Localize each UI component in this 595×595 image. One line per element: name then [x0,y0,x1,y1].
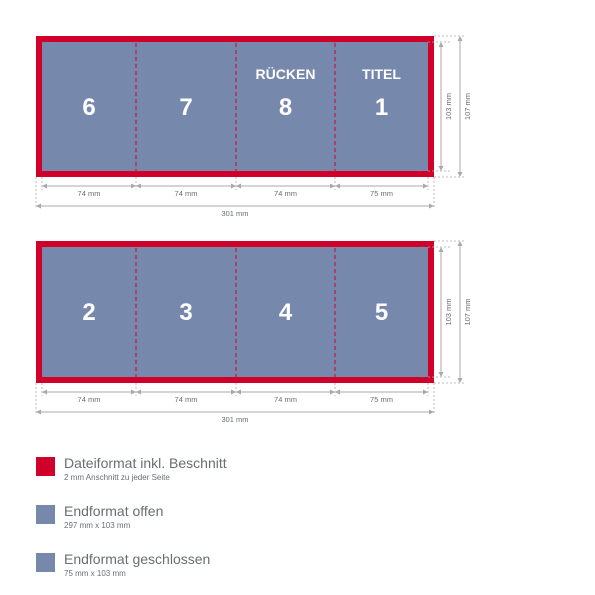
total-width-label: 301 mm [221,415,248,424]
legend-swatch [36,553,55,572]
panel-width-label: 75 mm [370,395,393,404]
arrow-head [438,42,444,47]
legend-subtitle: 297 mm x 103 mm [64,521,131,530]
arrow-head [429,409,434,415]
arrow-head [330,183,335,189]
panel-label: RÜCKEN [256,66,316,82]
panel-width-label: 74 mm [274,189,297,198]
arrow-head [231,183,236,189]
arrow-head [335,389,340,395]
arrow-head [330,389,335,395]
arrow-head [457,378,463,383]
arrow-head [36,409,41,415]
panel-width-label: 75 mm [370,189,393,198]
panel-number: 3 [179,299,192,326]
arrow-head [236,183,241,189]
inner-height-label: 103 mm [444,298,453,325]
legend-title: Endformat geschlossen [64,551,211,567]
arrow-head [131,389,136,395]
legend-subtitle: 75 mm x 103 mm [64,569,126,578]
legend-swatch [36,505,55,524]
panel-area [42,42,428,171]
total-width-label: 301 mm [221,209,248,218]
arrow-head [429,203,434,209]
sheet-outside: 6 7 8 RÜCKEN 1 TITEL 74 mm 74 mm 74 mm 75 mm 301 m… [35,35,472,218]
outer-height-label: 107 mm [463,93,472,120]
arrow-head [131,183,136,189]
arrow-head [423,183,428,189]
panel-number: 7 [179,94,192,121]
arrow-head [438,166,444,171]
arrow-head [136,183,141,189]
inner-height-label: 103 mm [444,93,453,120]
panel-width-label: 74 mm [175,189,198,198]
panel-width-label: 74 mm [274,395,297,404]
panel-number: 4 [279,299,293,326]
panel-label: TITEL [362,66,401,82]
sheet-inside: 2 3 4 5 74 mm 74 mm 74 mm 75 mm 301 mm 103 mm 107 … [35,240,472,424]
panel-number: 2 [82,299,95,326]
arrow-head [438,372,444,377]
arrow-head [423,389,428,395]
panel-number: 6 [82,94,95,121]
arrow-head [438,247,444,252]
arrow-head [42,389,47,395]
panel-width-label: 74 mm [175,395,198,404]
legend-swatch [36,457,55,476]
legend-title: Dateiformat inkl. Beschnitt [64,455,227,471]
panel-number: 1 [375,94,388,121]
panel-number: 8 [279,94,292,121]
arrow-head [231,389,236,395]
arrow-head [457,172,463,177]
folding-diagram: 6 7 8 RÜCKEN 1 TITEL 74 mm 74 mm 74 mm 75 mm 301 m… [35,35,472,424]
panel-number: 5 [375,299,388,326]
arrow-head [36,203,41,209]
arrow-head [457,241,463,246]
legend-title: Endformat offen [64,503,164,519]
legend-subtitle: 2 mm Anschnitt zu jeder Seite [64,473,170,482]
outer-height-label: 107 mm [463,298,472,325]
panel-width-label: 74 mm [78,189,101,198]
arrow-head [236,389,241,395]
arrow-head [42,183,47,189]
arrow-head [335,183,340,189]
panel-width-label: 74 mm [78,395,101,404]
panel-area [42,247,428,377]
arrow-head [136,389,141,395]
arrow-head [457,36,463,41]
